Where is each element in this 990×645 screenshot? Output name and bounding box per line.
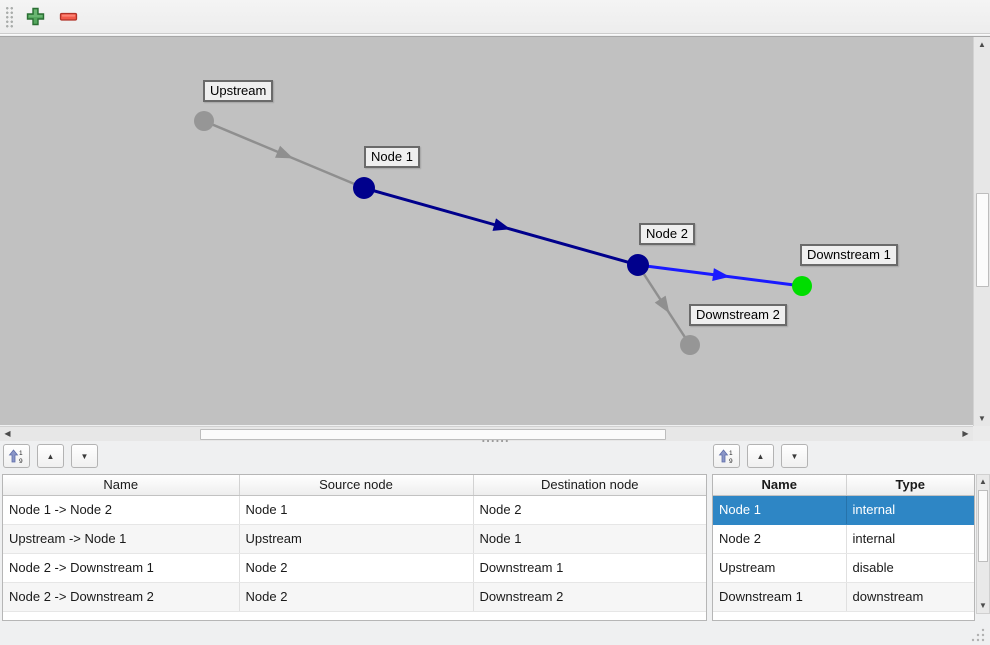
resize-grip-icon[interactable] [970,626,986,642]
cell[interactable]: Node 2 [473,495,706,525]
column-header-name[interactable]: Name [713,475,847,496]
nodes-move-up-button[interactable]: ▲ [747,444,774,468]
cell[interactable]: Downstream 1 [473,553,706,583]
nodes-move-down-button[interactable]: ▼ [781,444,808,468]
down-arrow-icon: ▼ [790,451,799,461]
cell[interactable]: Node 2 [239,553,474,583]
column-header-source-node[interactable]: Source node [239,475,474,496]
graph-vertical-scrollbar[interactable]: ▲ ▼ [973,37,990,426]
toolbar-drag-handle[interactable] [4,4,13,29]
node-label-node-2[interactable]: Node 2 [639,223,695,245]
scrollbar-corner [973,426,990,441]
cell[interactable]: Node 1 -> Node 2 [3,495,240,525]
remove-button[interactable] [54,3,82,31]
nodes-sort-button[interactable]: 1 9 [713,444,740,468]
node-label-downstream-1[interactable]: Downstream 1 [800,244,898,266]
scroll-left-icon[interactable]: ◀ [4,429,11,438]
cell[interactable]: internal [846,495,974,525]
column-header-type[interactable]: Type [846,475,974,496]
node-node-1[interactable] [353,177,375,199]
nodes-table-scroll-thumb[interactable] [978,490,988,562]
horizontal-scroll-thumb[interactable] [200,429,666,440]
cell[interactable]: Node 1 [239,495,474,525]
scroll-down-icon[interactable]: ▼ [978,413,986,423]
up-arrow-icon: ▲ [46,451,55,461]
plus-icon [26,7,44,26]
sort-ascending-icon: 1 9 [8,448,23,465]
cell[interactable]: internal [846,524,974,554]
cell[interactable]: Node 2 -> Downstream 1 [3,553,240,583]
scroll-right-icon[interactable]: ▶ [962,429,969,438]
cell[interactable]: Downstream 1 [713,582,847,612]
scroll-up-icon[interactable]: ▲ [978,39,986,49]
cell[interactable]: disable [846,553,974,583]
edge-arrowhead-icon [492,218,511,231]
nodes-table-scrollbar[interactable]: ▲ ▼ [976,474,990,614]
node-downstream-2[interactable] [680,335,700,355]
node-node-2[interactable] [627,254,649,276]
cell[interactable]: Downstream 2 [473,582,706,612]
status-strip [0,622,990,645]
edge-arrowhead-icon [654,295,670,314]
cell[interactable]: Upstream [713,553,847,583]
svg-text:9: 9 [19,458,23,465]
nodes-toolbar: 1 9 ▲ ▼ [713,444,808,468]
cell[interactable]: Upstream [239,524,474,554]
minus-icon [59,12,77,21]
column-header-name[interactable]: Name [3,475,240,496]
splitter-handle-icon [481,439,509,443]
scroll-up-icon[interactable]: ▲ [979,477,987,486]
column-header-destination-node[interactable]: Destination node [473,475,706,496]
svg-text:1: 1 [729,450,733,457]
node-label-upstream[interactable]: Upstream [203,80,274,102]
graph-horizontal-scrollbar[interactable]: ◀ ▶ [0,426,973,441]
cell[interactable]: downstream [846,582,974,612]
cell[interactable]: Node 1 [713,495,847,525]
graph-svg [194,111,812,355]
node-upstream[interactable] [194,111,214,131]
cell[interactable]: Node 2 -> Downstream 2 [3,582,240,612]
svg-text:1: 1 [19,450,23,457]
sort-ascending-icon: 1 9 [718,448,733,465]
edge-arrowhead-icon [712,268,730,282]
scroll-down-icon[interactable]: ▼ [979,601,987,610]
connections-move-up-button[interactable]: ▲ [37,444,64,468]
vertical-scroll-thumb[interactable] [976,193,989,287]
node-label-downstream-2[interactable]: Downstream 2 [689,304,787,326]
up-arrow-icon: ▲ [756,451,765,461]
cell[interactable]: Node 2 [239,582,474,612]
connections-sort-button[interactable]: 1 9 [3,444,30,468]
add-button[interactable] [21,3,49,31]
connections-toolbar: 1 9 ▲ ▼ [3,444,98,468]
cell[interactable]: Node 1 [473,524,706,554]
connections-move-down-button[interactable]: ▼ [71,444,98,468]
cell[interactable]: Node 2 [713,524,847,554]
cell[interactable]: Upstream -> Node 1 [3,524,240,554]
main-toolbar [0,0,990,34]
node-downstream-1[interactable] [792,276,812,296]
node-label-node-1[interactable]: Node 1 [364,146,420,168]
pane-splitter[interactable] [0,438,990,444]
edge-arrowhead-icon [275,145,294,159]
down-arrow-icon: ▼ [80,451,89,461]
svg-text:9: 9 [729,458,733,465]
